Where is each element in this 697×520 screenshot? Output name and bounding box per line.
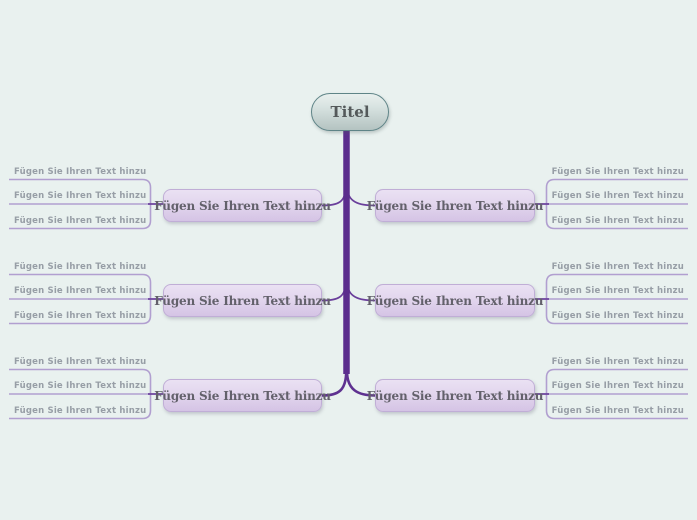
leaf-left-1-2[interactable]: Fügen Sie Ihren Text hinzu — [14, 191, 147, 201]
leaf-right-3-2[interactable]: Fügen Sie Ihren Text hinzu — [551, 381, 684, 391]
leaf-right-3-3[interactable]: Fügen Sie Ihren Text hinzu — [551, 405, 684, 416]
topic-box-left-3[interactable]: Fügen Sie Ihren Text hinzu — [154, 379, 331, 412]
leaf-left-3-3[interactable]: Fügen Sie Ihren Text hinzu — [14, 405, 147, 416]
topic-box-right-3[interactable]: Fügen Sie Ihren Text hinzu — [367, 379, 544, 412]
leaf-left-3-2[interactable]: Fügen Sie Ihren Text hinzu — [14, 381, 147, 391]
topic-box-left-1[interactable]: Fügen Sie Ihren Text hinzu — [154, 189, 331, 222]
topic-label: Fügen Sie Ihren Text hinzu — [366, 388, 544, 403]
title-node-label: Titel — [330, 103, 370, 121]
leaf-left-2-3[interactable]: Fügen Sie Ihren Text hinzu — [14, 310, 147, 321]
topic-label: Fügen Sie Ihren Text hinzu — [154, 293, 331, 308]
leaf-right-1-2[interactable]: Fügen Sie Ihren Text hinzu — [551, 191, 684, 201]
topic-label: Fügen Sie Ihren Text hinzu — [366, 198, 544, 213]
leaf-right-1-1[interactable]: Fügen Sie Ihren Text hinzu — [551, 166, 684, 177]
leaf-left-2-1[interactable]: Fügen Sie Ihren Text hinzu — [14, 261, 147, 272]
topic-box-left-2[interactable]: Fügen Sie Ihren Text hinzu — [154, 284, 331, 317]
topic-label: Fügen Sie Ihren Text hinzu — [154, 388, 331, 403]
topic-box-right-1[interactable]: Fügen Sie Ihren Text hinzu — [367, 189, 544, 222]
leaf-right-2-3[interactable]: Fügen Sie Ihren Text hinzu — [551, 310, 684, 321]
leaf-right-1-3[interactable]: Fügen Sie Ihren Text hinzu — [551, 215, 684, 226]
leaf-right-2-1[interactable]: Fügen Sie Ihren Text hinzu — [551, 261, 684, 272]
leaf-right-2-2[interactable]: Fügen Sie Ihren Text hinzu — [551, 286, 684, 296]
leaf-right-3-1[interactable]: Fügen Sie Ihren Text hinzu — [551, 356, 684, 367]
title-node[interactable]: Titel — [311, 93, 389, 131]
bracket-to-box-links — [148, 203, 549, 395]
topic-label: Fügen Sie Ihren Text hinzu — [366, 293, 544, 308]
leaf-left-3-1[interactable]: Fügen Sie Ihren Text hinzu — [14, 356, 147, 367]
leaf-left-2-2[interactable]: Fügen Sie Ihren Text hinzu — [14, 286, 147, 296]
leaf-left-1-3[interactable]: Fügen Sie Ihren Text hinzu — [14, 215, 147, 226]
topic-box-right-2[interactable]: Fügen Sie Ihren Text hinzu — [367, 284, 544, 317]
leaf-left-1-1[interactable]: Fügen Sie Ihren Text hinzu — [14, 166, 147, 177]
trunk-bottom-split — [321, 370, 376, 397]
topic-label: Fügen Sie Ihren Text hinzu — [154, 198, 331, 213]
